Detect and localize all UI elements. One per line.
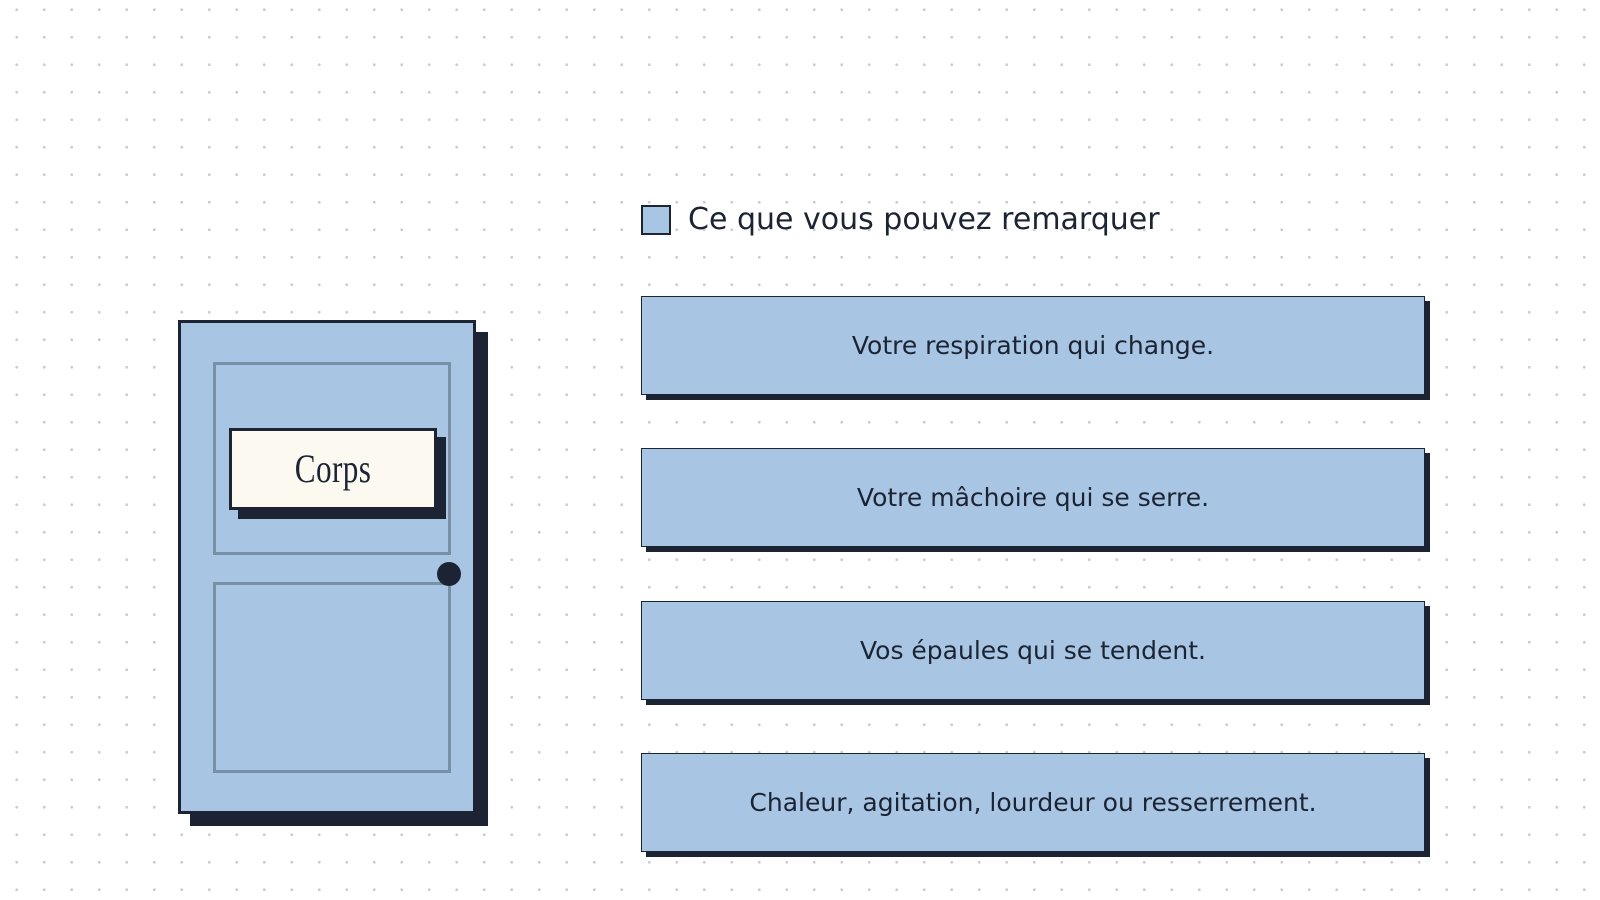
heading-title: Ce que vous pouvez remarquer <box>688 202 1160 237</box>
door-lower-panel <box>213 582 451 773</box>
list-item-text: Votre mâchoire qui se serre. <box>856 483 1210 512</box>
list-item-text: Vos épaules qui se tendent. <box>860 636 1206 665</box>
list-item-text: Votre respiration qui change. <box>851 331 1215 360</box>
list-item-card: Vos épaules qui se tendent. <box>641 601 1425 700</box>
list-item-text: Chaleur, agitation, lourdeur ou resserre… <box>749 788 1317 817</box>
door-knob <box>437 562 461 586</box>
list-item-card: Votre respiration qui change. <box>641 296 1425 395</box>
heading-square-icon <box>641 204 671 235</box>
list-item-card: Votre mâchoire qui se serre. <box>641 448 1425 547</box>
door-upper-panel <box>213 362 451 555</box>
door-name-plate: Corps <box>229 428 437 510</box>
section-heading: Ce que vous pouvez remarquer <box>641 202 1160 237</box>
door-plate-label: Corps <box>294 446 372 491</box>
list-item-card: Chaleur, agitation, lourdeur ou resserre… <box>641 753 1425 852</box>
door-illustration: Corps <box>178 320 476 814</box>
